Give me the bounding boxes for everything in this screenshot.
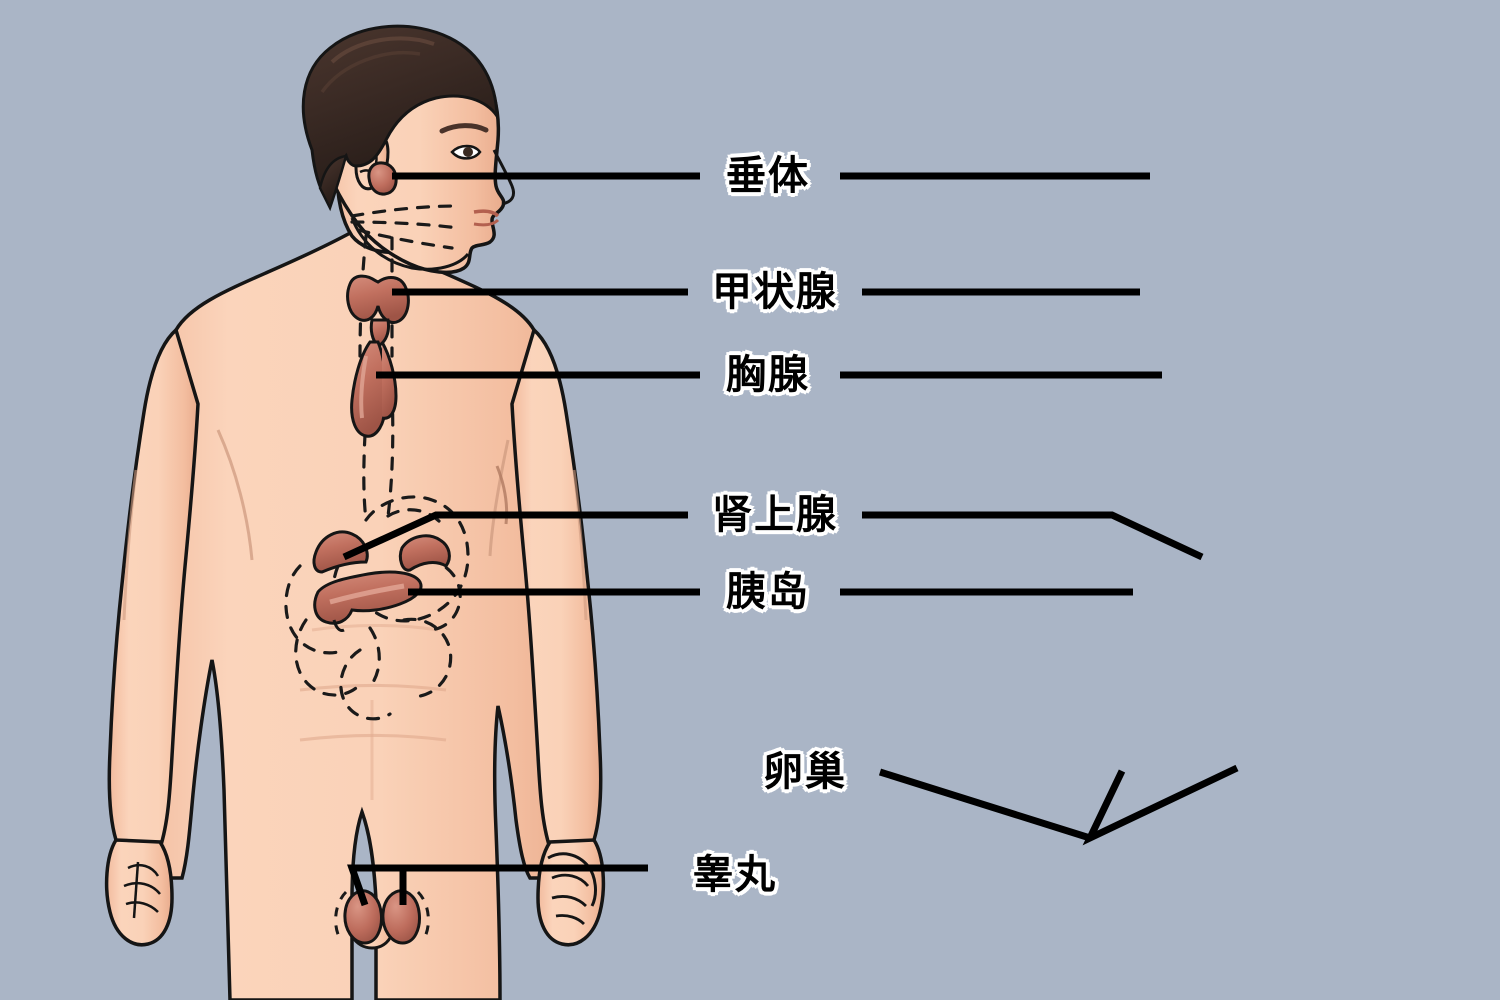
label-thymus[interactable]: 胸腺 bbox=[726, 352, 810, 398]
leader-adrenal-right bbox=[862, 511, 1204, 561]
male-thyroid-gland bbox=[346, 274, 410, 324]
label-testis[interactable]: 睾丸 bbox=[693, 852, 777, 898]
male-testis-left bbox=[343, 889, 383, 945]
leader-lines bbox=[342, 172, 1239, 907]
label-thyroid[interactable]: 甲状腺 bbox=[712, 269, 838, 315]
label-pituitary[interactable]: 垂体 bbox=[726, 153, 810, 199]
label-adrenal[interactable]: 肾上腺 bbox=[712, 492, 838, 538]
label-islets[interactable]: 胰岛 bbox=[726, 569, 810, 615]
male-adrenal-right bbox=[398, 534, 451, 572]
leader-adrenal-left bbox=[342, 511, 688, 561]
label-ovary[interactable]: 卵巢 bbox=[763, 749, 847, 795]
male-left-hand bbox=[104, 838, 174, 947]
leader-ovary bbox=[1082, 764, 1239, 846]
leader-ovary-stem bbox=[878, 768, 1092, 842]
male-adrenal-left bbox=[312, 530, 369, 574]
leader-testis bbox=[347, 864, 648, 907]
male-pituitary-gland bbox=[367, 161, 398, 196]
male-thymus-lobe-2 bbox=[380, 341, 398, 420]
male-left-arm bbox=[107, 326, 200, 850]
male-pancreas bbox=[313, 570, 423, 625]
male-organ-outlines bbox=[284, 204, 470, 721]
